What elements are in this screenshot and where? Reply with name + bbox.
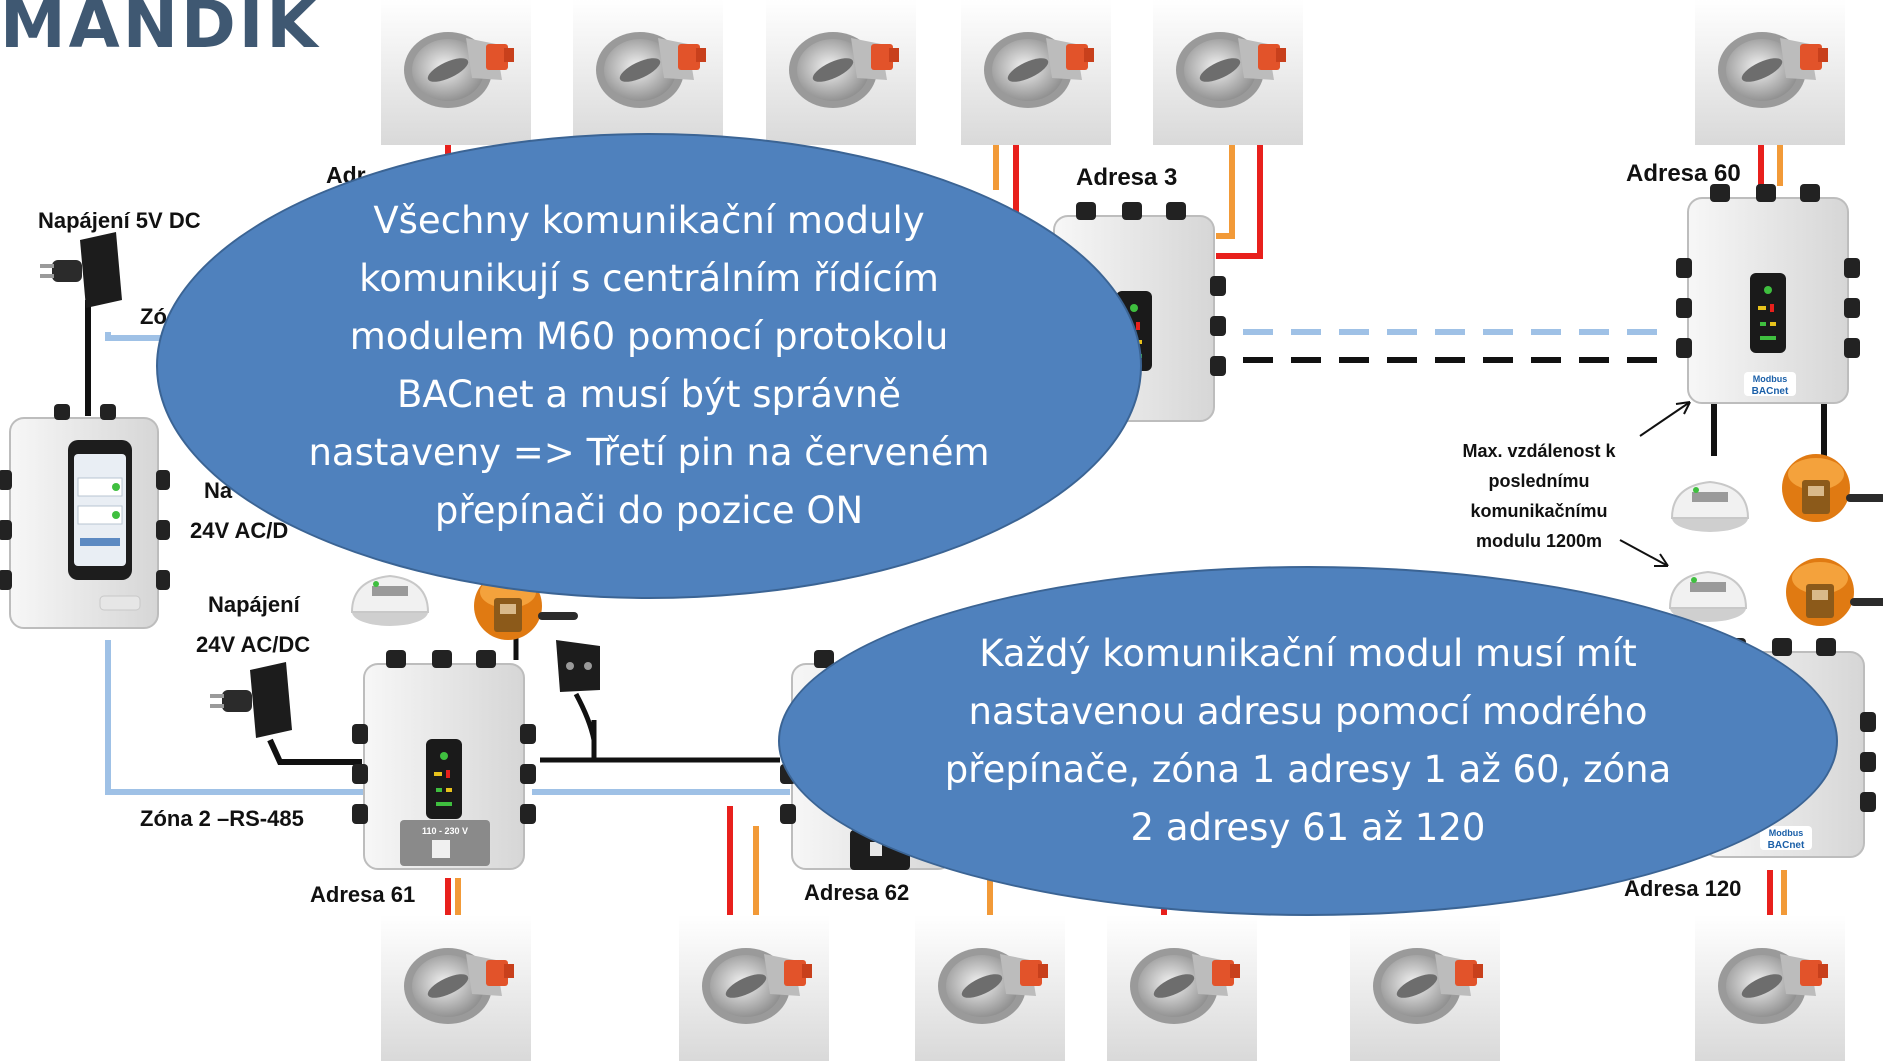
comm-module-adresa-120: Modbus BACnet <box>1691 637 1877 858</box>
callout-bacnet-protocol: Všechny komunikační moduly komunikují s … <box>156 133 1142 599</box>
modbus-brand: Modbus <box>1753 374 1788 384</box>
fire-damper-top-3 <box>766 0 916 145</box>
distance-arrow-up <box>1639 401 1691 437</box>
label-max-distance: Max. vzdálenost k poslednímu komunikační… <box>1462 441 1616 551</box>
fire-damper-top-5 <box>1153 0 1303 145</box>
smoke-detector-right-1 <box>1671 481 1749 533</box>
zone-1-rs485-bus <box>105 329 1672 341</box>
label-napajeni-24v: Napájení <box>208 592 300 617</box>
bacnet-brand: BACnet <box>1768 840 1805 851</box>
fire-damper-bottom-2 <box>679 915 829 1061</box>
comm-module-adresa-60: Modbus BACnet <box>1675 183 1861 404</box>
zone-2-rs485-bus <box>105 640 790 795</box>
comm-module-adresa-61: 110 - 230 V <box>351 649 537 870</box>
central-control-module-m60 <box>0 404 170 629</box>
label-24v-ac-dc: 24V AC/DC <box>196 632 311 657</box>
thermal-sensor-right-2 <box>1786 558 1883 626</box>
callout-address-setting: Každý komunikační modul musí mít nastave… <box>778 566 1838 916</box>
label-adresa-62: Adresa 62 <box>804 880 910 905</box>
fire-damper-bottom-3 <box>915 915 1065 1061</box>
fire-damper-bottom-4 <box>1107 915 1257 1061</box>
smoke-detector-right-2 <box>1669 571 1747 623</box>
label-adresa-60: Adresa 60 <box>1626 160 1741 187</box>
fire-damper-top-4 <box>961 0 1111 145</box>
smoke-detector-zone2 <box>351 575 429 627</box>
fire-damper-bottom-5 <box>1350 915 1500 1061</box>
fire-damper-top-2 <box>573 0 723 145</box>
modbus-brand: Modbus <box>1769 828 1804 838</box>
label-napajeni-5v-dc: Napájení 5V DC <box>38 208 201 233</box>
thermal-sensor-right-1 <box>1782 454 1883 522</box>
fire-damper-bottom-1 <box>381 915 531 1061</box>
label-adresa-3: Adresa 3 <box>1076 164 1178 191</box>
power-adapter-24v-zone2 <box>210 662 292 738</box>
label-napajeni-24v-partial: 24V AC/D <box>190 518 289 543</box>
bacnet-brand: BACnet <box>1752 386 1789 397</box>
power-adapter-5v-dc <box>40 232 122 308</box>
distance-arrow-down <box>1619 539 1669 567</box>
mains-plug <box>556 640 600 741</box>
label-zona-2-rs485: Zóna 2 –RS-485 <box>140 806 304 831</box>
power-wires <box>85 300 1827 765</box>
mandik-logo: MANDIK® <box>0 0 321 63</box>
label-adresa-61: Adresa 61 <box>310 882 416 907</box>
voltage-label: 110 - 230 V <box>422 826 468 836</box>
fire-damper-top-1 <box>381 0 531 145</box>
label-adresa-120: Adresa 120 <box>1624 876 1742 901</box>
fire-damper-top-6 <box>1695 0 1845 145</box>
fire-damper-bottom-6 <box>1695 915 1845 1061</box>
